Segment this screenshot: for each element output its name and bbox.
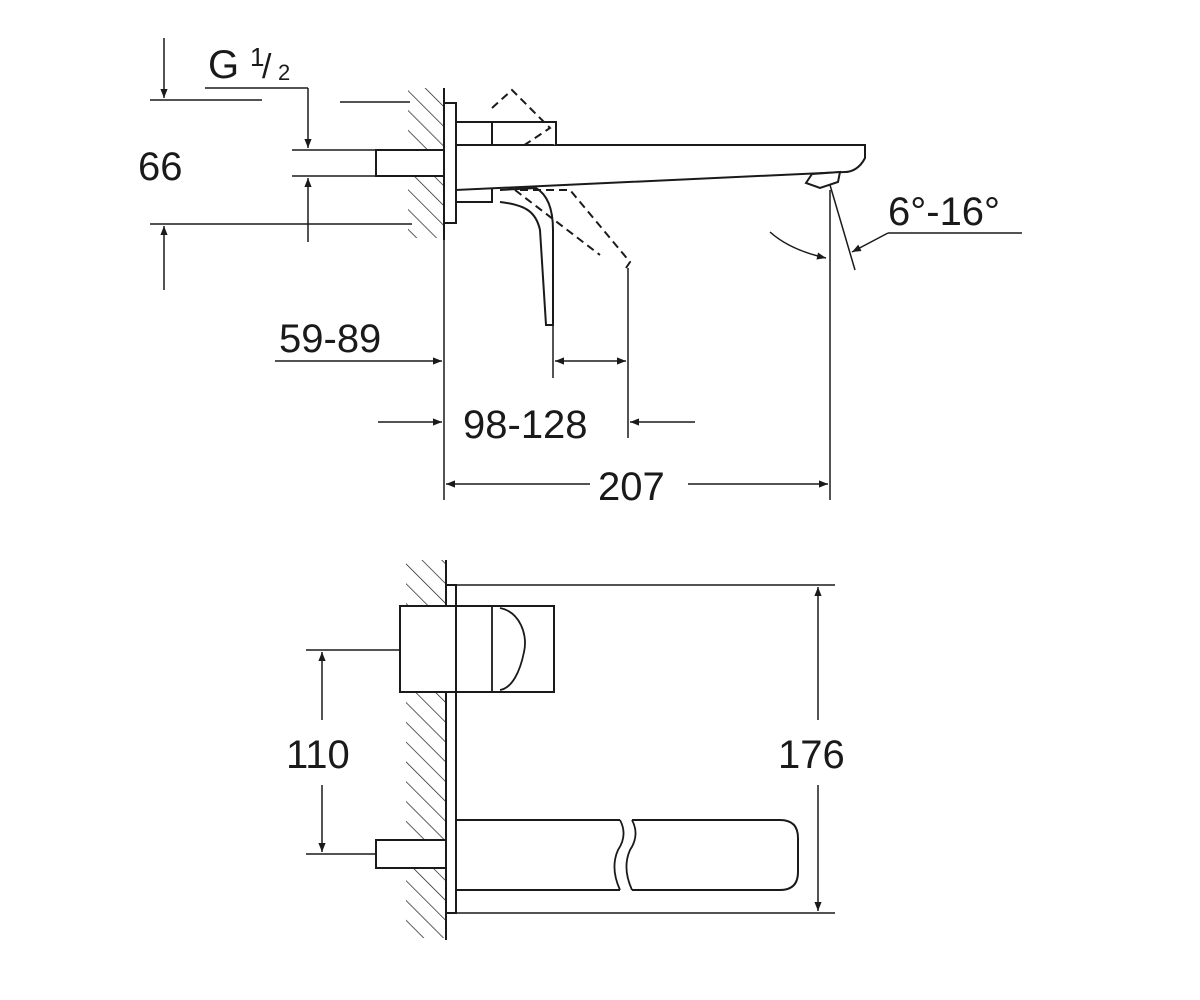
thread-denominator: 2 xyxy=(278,60,290,85)
valve-block-front xyxy=(399,605,457,693)
wall-plate-front xyxy=(445,584,457,914)
lever-ghost-position xyxy=(491,88,632,269)
dim-angle-label: 6°-16° xyxy=(888,190,1000,234)
front-view xyxy=(306,560,835,940)
lever-handle-front xyxy=(455,605,555,693)
dim-59-89-label: 59-89 xyxy=(279,317,381,361)
aerator xyxy=(804,170,842,190)
pipe-stub-front xyxy=(375,839,447,869)
spout-break xyxy=(613,819,637,891)
dim-110-label: 110 xyxy=(286,733,350,777)
spout-side xyxy=(455,144,866,192)
thread-numerator: 1 xyxy=(250,42,264,72)
wall-plate-side xyxy=(443,102,457,224)
spout-front xyxy=(456,819,799,891)
thread-slash: / xyxy=(262,48,272,86)
dim-176-label: 176 xyxy=(778,733,845,777)
dim-66-label: 66 xyxy=(138,145,183,189)
pipe-stub-side xyxy=(375,149,445,177)
thread-letter: G xyxy=(208,43,239,87)
side-view xyxy=(150,38,1022,500)
dim-98-128-label: 98-128 xyxy=(463,403,588,447)
dim-207-label: 207 xyxy=(598,465,665,509)
